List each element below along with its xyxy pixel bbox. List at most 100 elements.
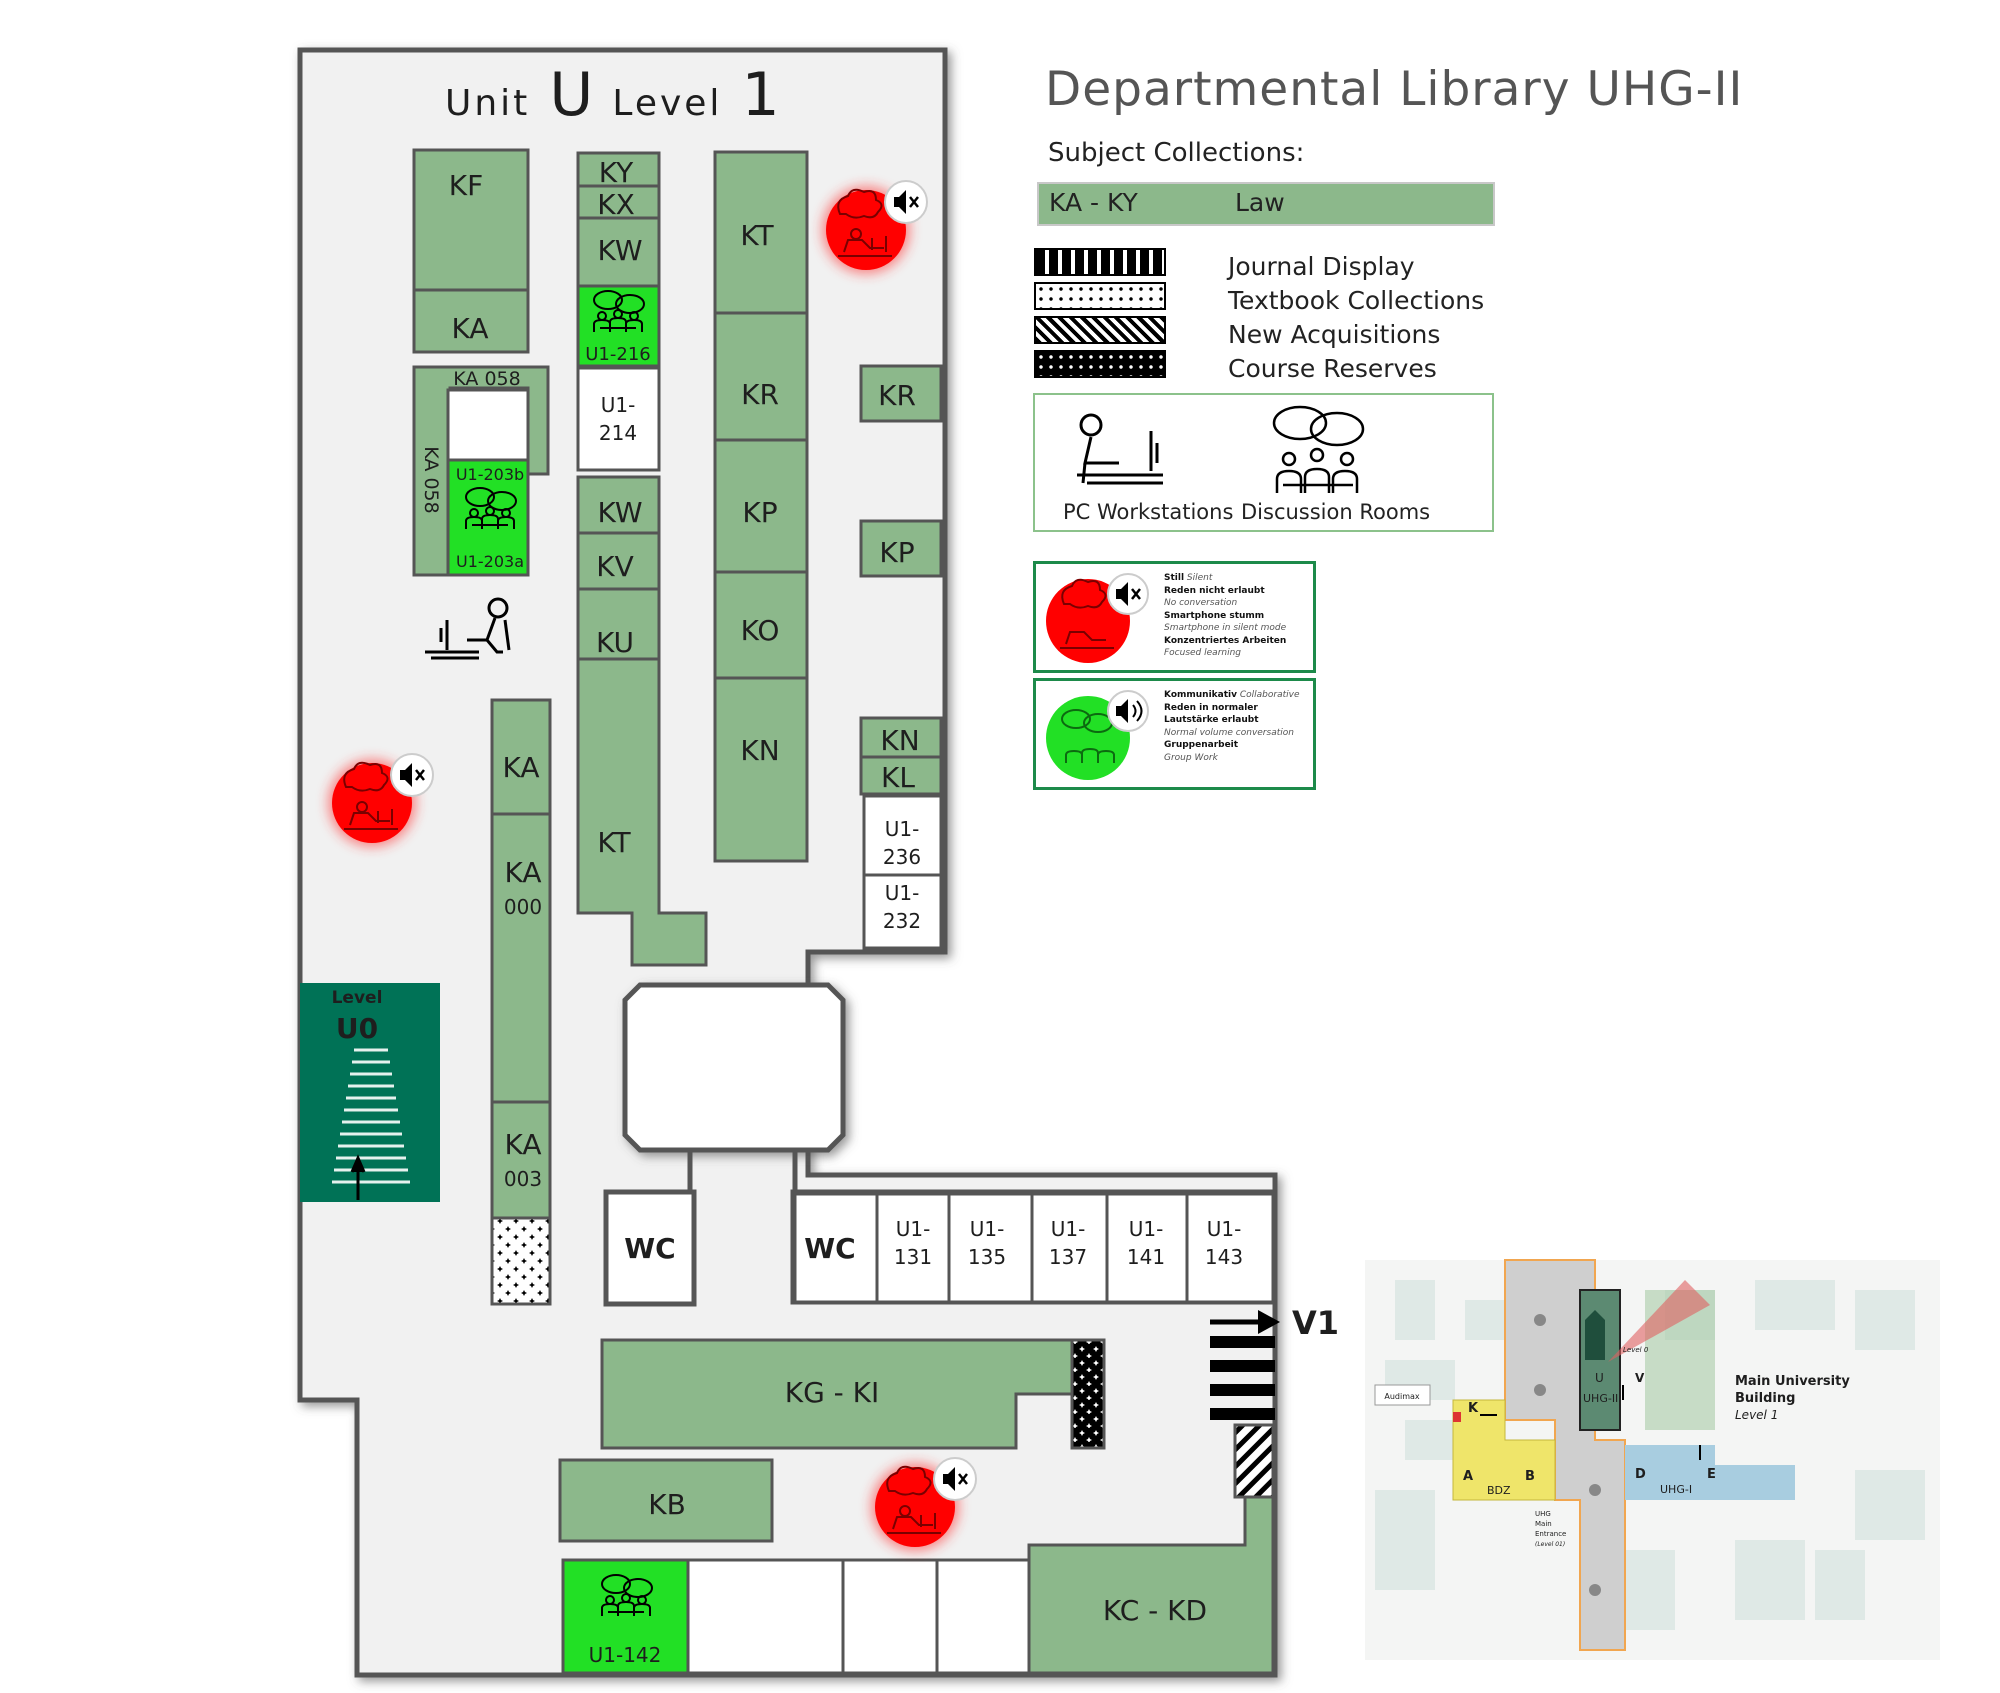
shelf-kr-center-label: KR	[741, 378, 779, 411]
collection-subject: Law	[1235, 188, 1285, 217]
shelf-ky-label: KY	[599, 156, 634, 189]
room-u1-135	[947, 1192, 1034, 1304]
room-u1-203-storage	[446, 388, 530, 462]
room-u1-236-label-a: U1-	[885, 817, 920, 841]
room-wc-right-label: WC	[804, 1232, 855, 1265]
collection-range: KA - KY	[1049, 188, 1138, 217]
shelf-ka-000-label-a: KA	[504, 856, 541, 889]
shelf-kw-mid-label: KW	[597, 496, 642, 529]
discussion-rooms-label: Discussion Rooms	[1241, 500, 1431, 524]
room-bottom-2	[841, 1558, 939, 1675]
new-acquisitions-shelf	[1233, 1423, 1275, 1499]
facility-icons-legend: PC Workstations Discussion Rooms	[1033, 393, 1494, 532]
central-pillar	[622, 982, 846, 1153]
shelf-ka-000-label-b: 000	[504, 895, 542, 919]
keymap-a: A	[1463, 1469, 1473, 1484]
unit-word: Unit	[445, 83, 530, 124]
keymap-k: K	[1468, 1401, 1479, 1416]
journal-display-shelf	[1070, 1338, 1106, 1450]
level-word: Level	[612, 83, 722, 124]
shelf-ka-col	[490, 698, 552, 816]
shelf-ka-003	[490, 1100, 552, 1220]
shelf-kc-kd-label: KC - KD	[1103, 1594, 1207, 1627]
keymap-entrance-2: Main	[1535, 1520, 1552, 1528]
room-u1-141	[1105, 1192, 1189, 1304]
shelf-kg-ki-label: KG - KI	[785, 1376, 880, 1409]
silent-zone-swatch	[1046, 573, 1149, 663]
room-u1-214	[576, 366, 661, 472]
shelf-ku-label: KU	[596, 626, 634, 659]
room-u1-135-label-a: U1-	[970, 1217, 1005, 1241]
shelf-kf-ka	[412, 148, 530, 354]
room-u1-232-label-b: 232	[883, 909, 921, 933]
room-wc-left-label: WC	[624, 1232, 675, 1265]
stairs-level-word: Level	[332, 988, 383, 1008]
unit-letter: U	[549, 60, 593, 130]
level-number: 1	[742, 60, 780, 130]
room-u1-131	[875, 1192, 951, 1304]
textbook-collections-swatch	[1034, 282, 1166, 310]
shelf-kt-top	[713, 150, 809, 315]
shelf-kt-mid-label: KT	[597, 826, 631, 859]
course-reserves-swatch	[1034, 350, 1166, 378]
keymap-bdz	[1452, 1399, 1556, 1501]
room-u1-214-label-b: 214	[599, 421, 637, 445]
room-u1-141-label-a: U1-	[1129, 1217, 1164, 1241]
room-u1-137-label-b: 137	[1049, 1245, 1087, 1269]
shelf-kw-top-label: KW	[597, 234, 642, 267]
room-u1-236-label-b: 236	[883, 845, 921, 869]
room-u1-142-label: U1-142	[589, 1643, 662, 1667]
pc-workstation-icon	[425, 597, 511, 660]
collaborative-zone-swatch	[1046, 690, 1149, 780]
shelf-kx-label: KX	[597, 188, 635, 221]
shelf-ka-058-side-label: KA 058	[420, 446, 442, 513]
shelf-kt-top-label: KT	[740, 219, 774, 252]
shelf-kr-right-label: KR	[878, 379, 916, 412]
shelf-kn-center	[713, 676, 809, 863]
room-u1-141-label-b: 141	[1127, 1245, 1165, 1269]
shelf-ka-col-label: KA	[502, 751, 539, 784]
keymap-v: V	[1635, 1371, 1645, 1385]
shelf-kl-label: KL	[881, 761, 915, 794]
shelf-kp-right-label: KP	[879, 536, 914, 569]
keymap-entrance-4: (Level 01)	[1535, 1541, 1565, 1548]
room-u1-137	[1030, 1192, 1109, 1304]
floor-header: Unit U Level 1	[445, 60, 780, 130]
room-u1-216	[576, 284, 661, 368]
room-u1-143-label-b: 143	[1205, 1245, 1243, 1269]
room-u1-232-label-a: U1-	[885, 881, 920, 905]
keymap-entrance-3: Entrance	[1535, 1530, 1566, 1538]
shelf-ko	[713, 570, 809, 680]
keymap-e: E	[1707, 1467, 1716, 1482]
shelf-ka-058-top-label: KA 058	[453, 368, 520, 390]
shelf-kp-right	[859, 519, 943, 578]
keymap-d: D	[1635, 1467, 1646, 1482]
room-u1-203b	[446, 458, 530, 577]
pc-workstations-label: PC Workstations	[1063, 500, 1234, 524]
shelf-ky	[576, 151, 661, 188]
shelf-ka-003-label-b: 003	[504, 1167, 542, 1191]
shelf-kn-center-label: KN	[740, 734, 779, 767]
room-bottom-3	[935, 1558, 1031, 1675]
journal-display-swatch	[1034, 248, 1166, 276]
shelf-kn-right-label: KN	[880, 724, 919, 757]
shelf-kf-label: KF	[449, 169, 483, 202]
room-wc-left	[603, 1189, 697, 1307]
shelf-ka-label: KA	[451, 312, 488, 345]
collaborative-zone-text: Kommunikativ Collaborative Reden in norm…	[1164, 690, 1300, 763]
subject-collection-row: KA - KY Law	[1037, 182, 1495, 226]
room-u1-131-label-b: 131	[894, 1245, 932, 1269]
shelf-kl	[859, 755, 943, 796]
keymap-main-building-label-2: Building	[1735, 1391, 1795, 1406]
keymap-bdz-label: BDZ	[1487, 1484, 1511, 1497]
keymap-u: U	[1595, 1371, 1604, 1385]
course-reserves-label: Course Reserves	[1228, 354, 1437, 383]
room-u1-203a-label: U1-203a	[456, 552, 524, 571]
shelf-kb	[558, 1458, 774, 1543]
room-u1-216-label: U1-216	[585, 344, 650, 365]
stairs-to-u0[interactable]: Level U0	[300, 983, 440, 1202]
keymap-level0: Level 0	[1623, 1346, 1649, 1354]
room-u1-137-label-a: U1-	[1051, 1217, 1086, 1241]
exit-v1-label: V1	[1292, 1304, 1339, 1342]
